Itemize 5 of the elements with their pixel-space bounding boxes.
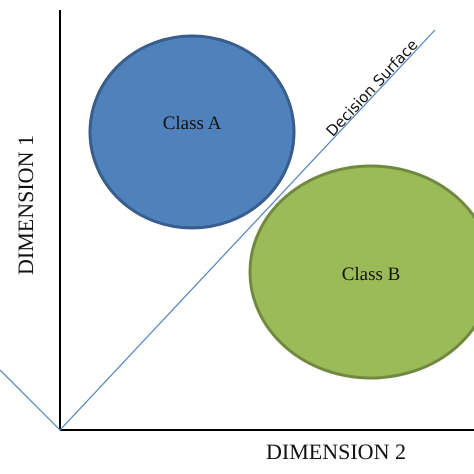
axis-label: DIMENSION 2 [266, 439, 406, 465]
class-label: Class A [162, 113, 222, 135]
class-label: Class B [342, 264, 400, 286]
class-ellipse [88, 34, 296, 230]
axis-label: DIMENSION 1 [13, 135, 39, 275]
